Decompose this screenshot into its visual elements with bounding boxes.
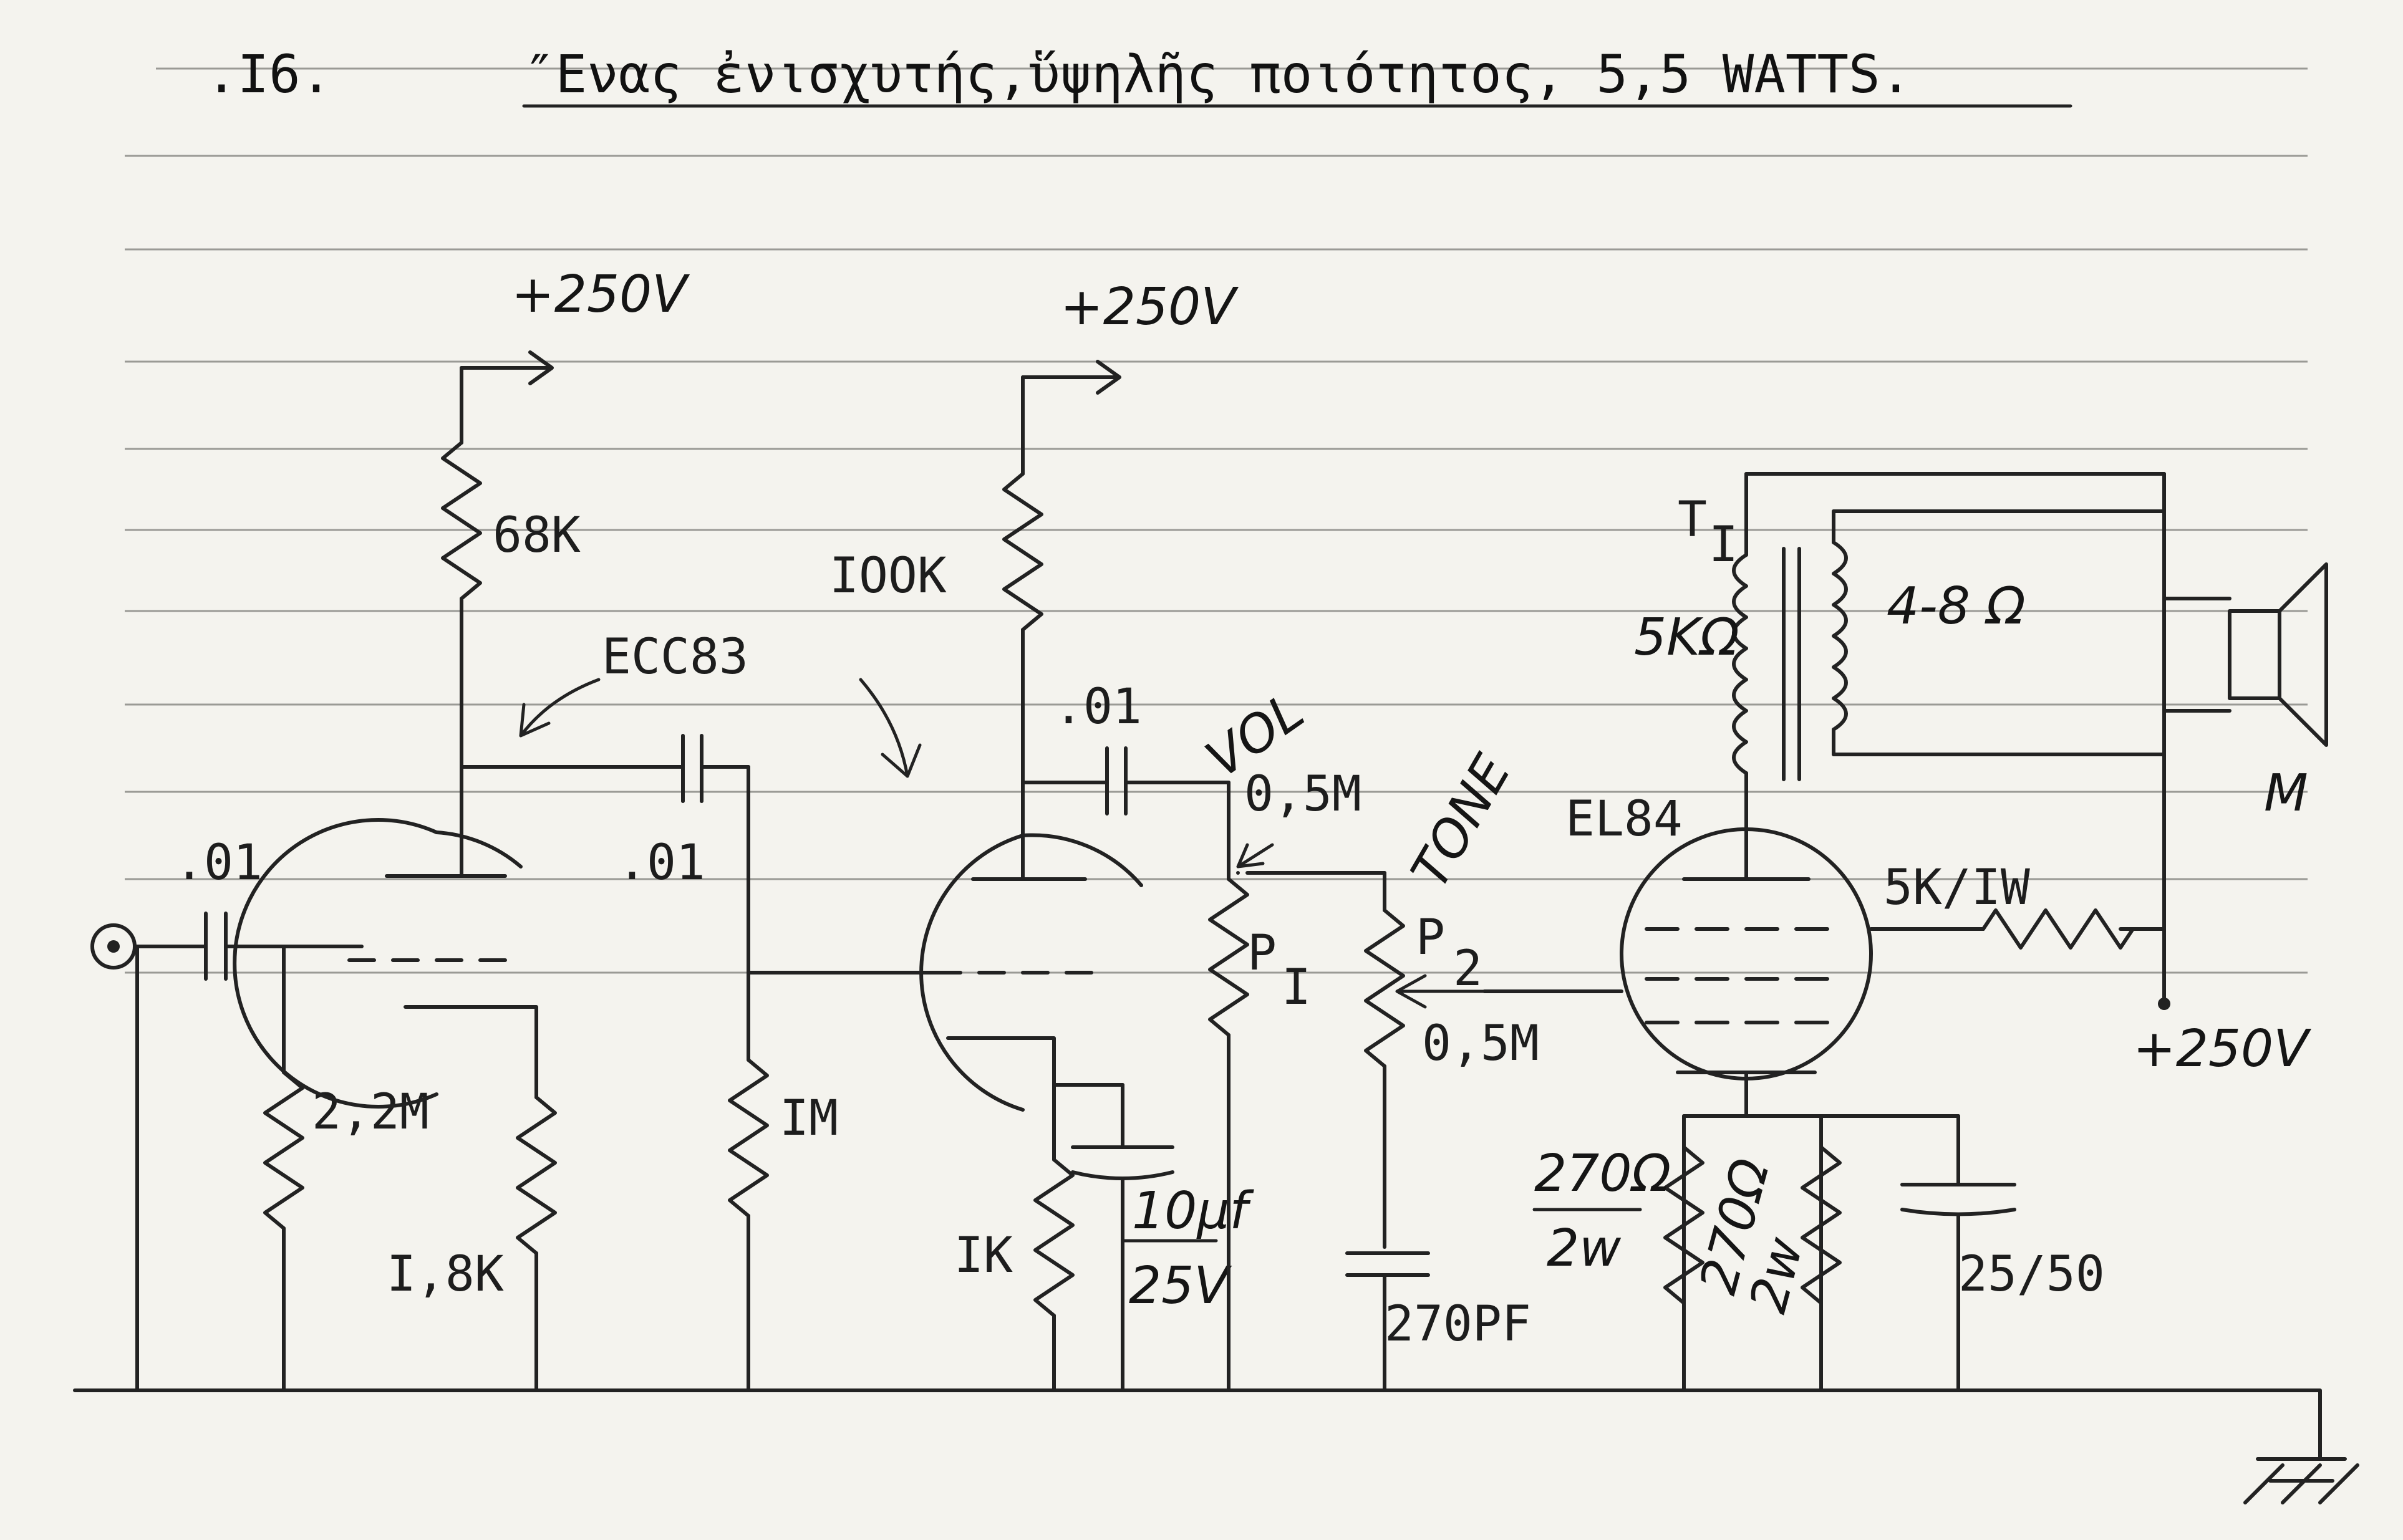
coupling-capacitor-2 <box>1105 746 1231 816</box>
ecc83-arrow-right <box>859 678 922 778</box>
label-pot-p2-value: 0,5M <box>1422 1016 1539 1072</box>
speaker <box>2075 472 2328 1006</box>
resistor-68k <box>441 350 554 769</box>
resistor-5k-1w <box>1869 908 2170 1010</box>
title-text: ″Eνας ἐνισχυτής,ὕψηλῆς ποιότητος, 5,5 WA… <box>524 44 1912 105</box>
tone-potentiometer <box>1364 871 1486 1249</box>
resistor-1k <box>1033 1083 1075 1392</box>
label-speaker-impedance: 4-8 Ω <box>1887 577 2026 636</box>
label-r-5k-1w: 5K/IW <box>1883 860 2030 916</box>
label-c-couple-1: .01 <box>617 835 705 891</box>
label-c-input: .01 <box>175 835 263 891</box>
el84-cathode-network <box>1682 1071 2016 1392</box>
label-tube-ecc83: ECC83 <box>602 629 748 685</box>
title-number: .I6. <box>206 44 332 105</box>
label-p1-sub: I <box>1282 960 1311 1016</box>
label-c-10uf-value: 10µf <box>1132 1181 1255 1241</box>
label-r-270-a-value: 270Ω <box>1534 1144 1671 1203</box>
label-p2-sub: 2 <box>1453 941 1482 997</box>
label-tone: TONE <box>1400 745 1522 898</box>
resistor-1k8 <box>516 1033 557 1392</box>
ecc83-arrow-left <box>519 678 601 738</box>
label-c-couple-2: .01 <box>1054 679 1142 735</box>
bleed-through-lines <box>125 67 2308 974</box>
cathode-bypass-capacitor <box>1052 1083 1174 1392</box>
label-r-68k: 68K <box>493 508 581 564</box>
label-r-100k: IOOK <box>829 548 947 604</box>
label-c-270pf: 270PF <box>1385 1296 1531 1352</box>
label-c-25-50: 25/50 <box>1958 1246 2105 1302</box>
resistor-2m2 <box>263 945 304 1392</box>
input-capacitor <box>204 912 364 981</box>
label-p2: P <box>1416 910 1445 966</box>
label-tube-el84: EL84 <box>1565 791 1683 847</box>
capacitor-270pf <box>1345 1251 1430 1392</box>
label-r-1k8: I,8K <box>387 1246 504 1302</box>
label-transformer: T <box>1678 492 1707 548</box>
label-pot-p1-value: 0,5M <box>1244 766 1361 822</box>
label-r-2m2: 2,2M <box>312 1084 429 1140</box>
resistor-270-b <box>1801 1145 1842 1305</box>
output-transformer <box>1732 472 2166 781</box>
volume-potentiometer <box>1208 781 1274 1392</box>
input-jack <box>90 923 208 1392</box>
resistor-1m <box>728 971 769 1392</box>
resistor-100k <box>1002 360 1121 784</box>
label-r-1k: IK <box>954 1228 1013 1284</box>
tube-ecc83-stage2 <box>919 833 1143 1112</box>
label-transformer-sub: I <box>1709 517 1738 573</box>
label-speaker: M <box>2264 764 2308 823</box>
label-primary-impedance: 5KΩ <box>1634 608 1739 667</box>
label-supply-2: +250V <box>1060 277 1239 337</box>
tube-ecc83-stage1 <box>233 818 538 1109</box>
resistor-270-a <box>1663 1145 1704 1305</box>
label-c-10uf-voltage: 25V <box>1129 1256 1232 1316</box>
label-r-1m: IM <box>780 1090 838 1147</box>
label-supply-1: +250V <box>511 265 690 324</box>
label-p1: P <box>1247 925 1277 981</box>
label-supply-3: +250V <box>2133 1019 2311 1079</box>
label-r-270-a-power: 2w <box>1547 1219 1622 1278</box>
ground-bus <box>73 1388 2359 1504</box>
coupling-capacitor-1 <box>681 734 750 975</box>
